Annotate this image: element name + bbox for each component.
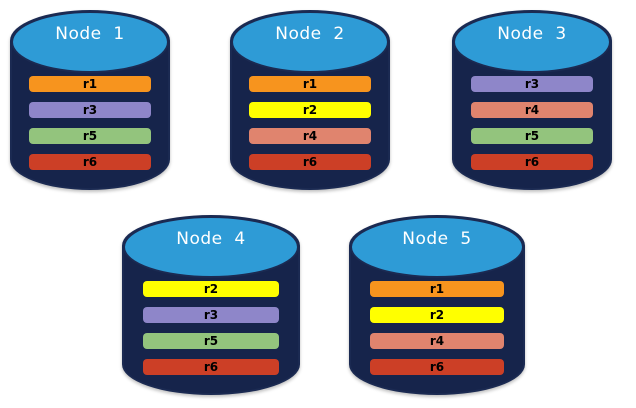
- replica-list: r1 r2 r4 r6: [349, 281, 525, 385]
- replica-bar[interactable]: r3: [471, 76, 593, 92]
- replica-bar[interactable]: r1: [249, 76, 371, 92]
- replica-bar[interactable]: r6: [370, 359, 504, 375]
- replica-list: r2 r3 r5 r6: [122, 281, 300, 385]
- cylinder-top-ellipse: [453, 11, 611, 73]
- replica-bar[interactable]: r6: [471, 154, 593, 170]
- replica-bar[interactable]: r4: [249, 128, 371, 144]
- cylinder-top-ellipse: [350, 216, 524, 278]
- node-title: Node 5: [402, 229, 472, 249]
- database-node-5[interactable]: Node 5 r1 r2 r4 r6: [349, 215, 525, 395]
- replica-list: r1 r2 r4 r6: [230, 76, 390, 180]
- node-title: Node 4: [176, 229, 246, 249]
- replica-bar[interactable]: r3: [29, 102, 151, 118]
- replica-bar[interactable]: r4: [370, 333, 504, 349]
- replica-bar[interactable]: r1: [370, 281, 504, 297]
- replica-bar[interactable]: r4: [471, 102, 593, 118]
- node-title: Node 2: [275, 24, 345, 44]
- node-title: Node 3: [497, 24, 567, 44]
- replica-bar[interactable]: r2: [370, 307, 504, 323]
- cylinder-top-ellipse: [231, 11, 389, 73]
- database-node-2[interactable]: Node 2 r1 r2 r4 r6: [230, 10, 390, 190]
- replica-bar[interactable]: r6: [29, 154, 151, 170]
- replica-bar[interactable]: r5: [29, 128, 151, 144]
- database-node-4[interactable]: Node 4 r2 r3 r5 r6: [122, 215, 300, 395]
- replica-list: r1 r3 r5 r6: [10, 76, 170, 180]
- replica-bar[interactable]: r6: [143, 359, 279, 375]
- node-title: Node 1: [55, 24, 125, 44]
- database-node-1[interactable]: Node 1 r1 r3 r5 r6: [10, 10, 170, 190]
- replica-bar[interactable]: r2: [143, 281, 279, 297]
- replica-bar[interactable]: r5: [143, 333, 279, 349]
- replica-bar[interactable]: r3: [143, 307, 279, 323]
- cylinder-top-ellipse: [123, 216, 299, 278]
- replica-bar[interactable]: r1: [29, 76, 151, 92]
- database-node-3[interactable]: Node 3 r3 r4 r5 r6: [452, 10, 612, 190]
- replica-list: r3 r4 r5 r6: [452, 76, 612, 180]
- cylinder-top-ellipse: [11, 11, 169, 73]
- replica-bar[interactable]: r2: [249, 102, 371, 118]
- replica-bar[interactable]: r5: [471, 128, 593, 144]
- replica-bar[interactable]: r6: [249, 154, 371, 170]
